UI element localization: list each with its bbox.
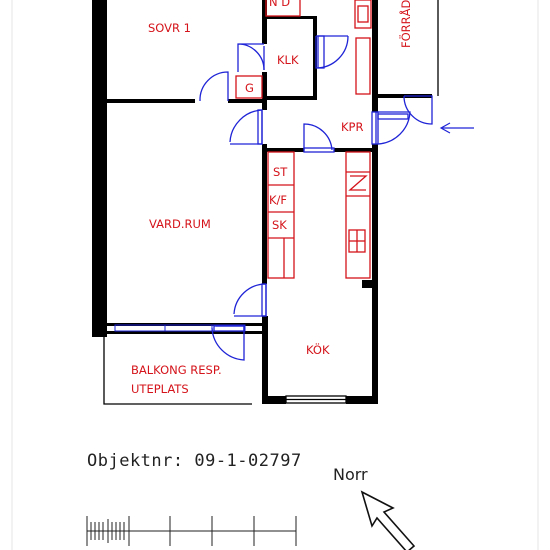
door-balcony [211,325,245,361]
fixture-label-sk: SK [272,218,287,232]
wall-central-bottom [262,316,268,403]
wall-central-mid [262,72,267,110]
scale-bar [86,516,297,546]
wall-kpr-kok-left [264,148,304,152]
wall-central-upper [262,0,267,44]
room-label-kok: KÖK [306,341,330,357]
room-label-sovr: SOVR 1 [148,21,191,35]
wall-sovr-vardrum-2 [228,99,264,103]
room-label-kpr: KPR [341,120,363,134]
room-label-balkong-1: BALKONG RESP. [131,363,222,377]
wall-central-lower [262,144,267,284]
walls [92,0,432,404]
door-klk [237,43,265,72]
wall-kok-bottom-right [346,396,378,404]
room-label-balkong-2: UTEPLATS [131,382,189,396]
door-bath [315,35,349,69]
wall-right-stub [362,280,372,288]
wall-kok-bottom-left [262,396,286,404]
wall-forrad-left [374,0,378,96]
fixture-g-cabinet [235,75,263,99]
fixture-hall-wardrobe [355,37,371,95]
fixture-top-cut [265,0,301,17]
fixture-label-kf: K/F [269,193,287,207]
page-frame [11,0,539,550]
wall-left-exterior [92,0,107,337]
north-arrow-icon [360,490,416,550]
fixtures [235,0,372,279]
wall-klk-right [313,16,317,100]
north-label: Norr [333,465,368,484]
entrance-arrow-icon [439,122,474,134]
door-kok [233,283,267,317]
doors [199,35,433,361]
wall-klk-bottom [264,96,316,100]
room-label-g: G [245,81,254,95]
wall-sovr-vardrum [107,99,195,103]
outlines [103,0,439,405]
room-label-forrad: FÖRRÅD [397,0,413,48]
balcony-outline [103,334,252,405]
object-number: Objektnr: 09-1-02797 [87,451,302,471]
room-label-klk: KLK [277,53,299,67]
fixture-label-st: ST [273,165,288,179]
door-sovr [199,71,229,102]
fixture-washbasin [354,0,372,29]
fixture-kitchen-right [345,151,371,279]
wall-kpr-kok-right [334,148,374,152]
door-vardrum [229,109,263,145]
door-forrad [403,95,433,125]
room-label-top-cut: N D [269,0,290,9]
room-label-vardrum: VARD.RUM [149,217,211,231]
door-kpr [303,123,333,151]
wall-klk-top [264,16,316,19]
door-entrance [375,111,411,145]
wall-forrad-bottom [374,94,432,98]
wall-vardrum-bottom-b [92,331,268,334]
wall-right-lower [372,144,378,404]
fixture-kitchen-left [267,151,295,279]
